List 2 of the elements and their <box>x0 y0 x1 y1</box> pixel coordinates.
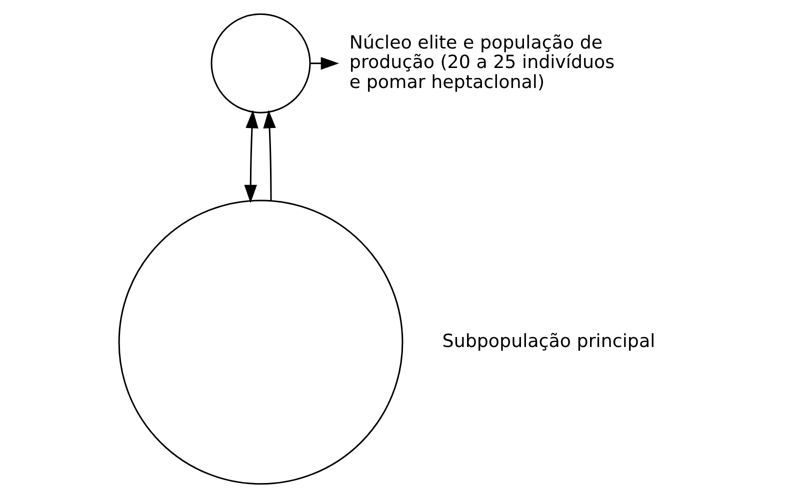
node-text: Núcleo elite e população de produção (20 a 25 indivíduos e pomar heptaclonal) <box>348 32 614 93</box>
node-label: Subpopulação principal <box>442 330 655 352</box>
